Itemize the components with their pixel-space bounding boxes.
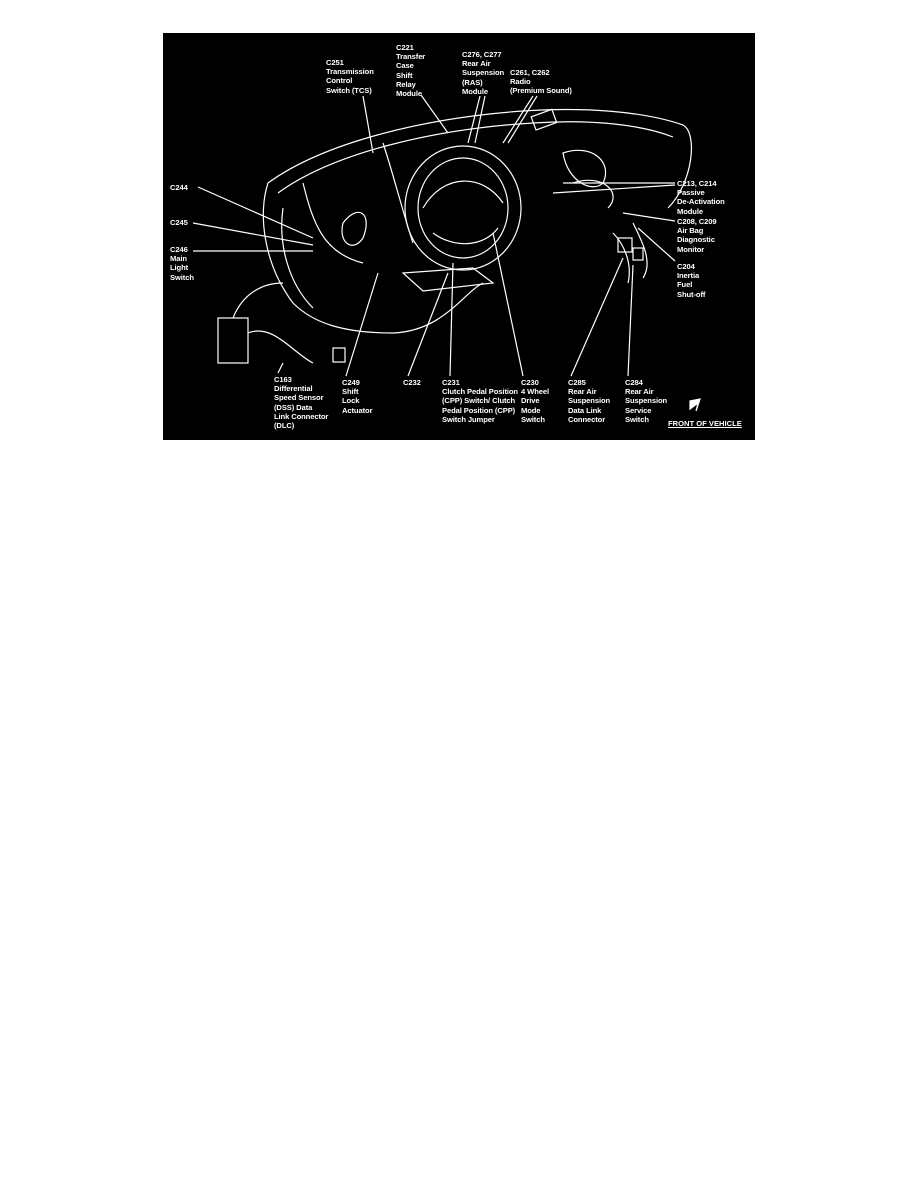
label-line: Transmission — [326, 67, 374, 77]
connector-id: C245 — [170, 218, 188, 227]
label-line: Passive — [677, 188, 705, 198]
label-line: (DSS) Data — [274, 402, 313, 412]
label-line: Actuator — [342, 405, 373, 415]
label-line: Shift — [342, 387, 359, 397]
label-line: (DLC) — [274, 421, 295, 431]
label-line: Inertia — [677, 271, 700, 281]
connector-id: C276, C277 — [462, 50, 502, 59]
label-line: Suspension — [568, 396, 611, 406]
label-line: Control — [326, 76, 353, 86]
label-line: Switch (TCS) — [326, 85, 372, 95]
label-line: Mode — [521, 405, 541, 415]
label-line: Switch — [625, 414, 649, 424]
label-line: Relay — [396, 79, 416, 89]
label-line: Light — [170, 263, 189, 273]
label-line: Link Connector — [274, 411, 329, 421]
connector-id: C232 — [403, 378, 421, 387]
connector-id: C261, C262 — [510, 68, 550, 77]
dashboard-drawing — [192, 94, 701, 412]
label-line: Air Bag — [677, 226, 704, 236]
label-line: Suspension — [462, 68, 505, 78]
label-line: Rear Air — [625, 387, 654, 397]
label-line: Lock — [342, 396, 360, 406]
connector-id: C251 — [326, 58, 344, 67]
front-arrow-icon — [689, 398, 701, 412]
label-line: Speed Sensor — [274, 393, 324, 403]
connector-id: C244 — [170, 183, 188, 192]
label-line: (CPP) Switch/ Clutch — [442, 396, 516, 406]
connector-id: C213, C214 — [677, 179, 717, 188]
connector-id: C231 — [442, 378, 460, 387]
label-line: Rear Air — [462, 59, 491, 69]
label-line: Pedal Position (CPP) — [442, 405, 516, 415]
label-line: (RAS) — [462, 77, 483, 87]
label-line: Switch — [170, 272, 194, 282]
label-line: Module — [677, 206, 703, 216]
label-line: Drive — [521, 396, 540, 406]
label-line: Clutch Pedal Position — [442, 387, 518, 397]
connector-id: C204 — [677, 262, 695, 271]
connector-id: C249 — [342, 378, 360, 387]
label-c232: C232 — [403, 378, 421, 387]
label-line: Module — [396, 89, 422, 99]
label-line: Monitor — [677, 244, 705, 254]
label-line: Service — [625, 405, 652, 415]
label-line: Main — [170, 254, 187, 264]
label-c245: C245 — [170, 218, 188, 227]
label-line: Transfer — [396, 52, 426, 62]
connector-id: C230 — [521, 378, 539, 387]
connector-id: C163 — [274, 375, 292, 384]
connector-id: C208, C209 — [677, 217, 717, 226]
label-line: Switch Jumper — [442, 414, 495, 424]
connector-id: C246 — [170, 245, 188, 254]
front-of-vehicle-label: FRONT OF VEHICLE — [668, 419, 742, 428]
label-line: De-Activation — [677, 197, 725, 207]
label-line: Switch — [521, 414, 545, 424]
label-line: Connector — [568, 414, 606, 424]
label-line: Radio — [510, 77, 531, 87]
label-line: Rear Air — [568, 387, 597, 397]
label-line: Suspension — [625, 396, 668, 406]
label-line: Shut-off — [677, 289, 706, 299]
label-c244: C244 — [170, 183, 188, 192]
label-line: Case — [396, 61, 414, 71]
connector-id: C221 — [396, 43, 414, 52]
label-line: Data Link — [568, 405, 602, 415]
label-line: (Premium Sound) — [510, 86, 572, 96]
label-line: 4 Wheel — [521, 387, 549, 397]
label-line: Shift — [396, 70, 413, 80]
label-line: Diagnostic — [677, 235, 715, 245]
connector-id: C284 — [625, 378, 643, 387]
connector-id: C285 — [568, 378, 586, 387]
label-line: Differential — [274, 384, 313, 394]
label-line: Fuel — [677, 280, 693, 290]
label-line: Module — [462, 86, 488, 96]
